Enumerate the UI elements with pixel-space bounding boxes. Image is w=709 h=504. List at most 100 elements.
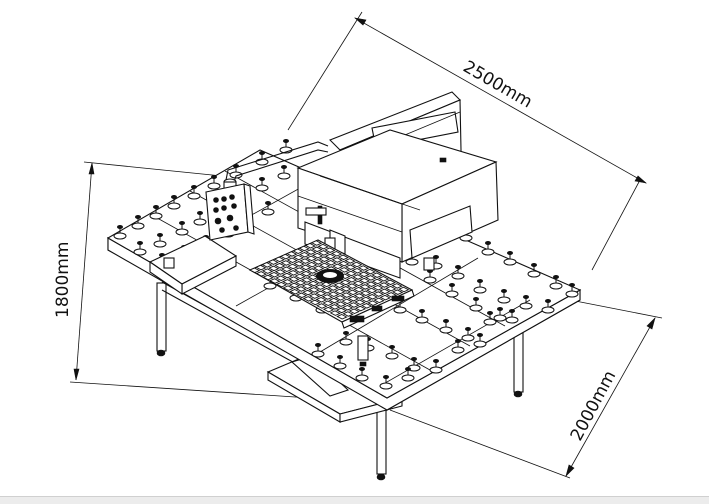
grid-cell — [334, 295, 347, 301]
suction-cup — [503, 251, 517, 266]
grid-cell — [339, 279, 352, 286]
grid-cell — [324, 247, 336, 253]
grid-cell — [267, 259, 279, 265]
suction-cup — [133, 241, 147, 256]
footer-strip — [0, 496, 709, 504]
grid-cell — [261, 268, 274, 274]
suction-cup — [493, 307, 507, 322]
grid-cell — [310, 240, 323, 246]
suction-cup — [339, 331, 353, 346]
grid-cell — [385, 285, 397, 292]
grid-cell — [398, 286, 410, 293]
grid-cell — [268, 265, 280, 272]
suction-cup — [153, 233, 167, 248]
grid-cell — [279, 253, 292, 260]
grid-cell — [275, 275, 287, 282]
grid-cell — [292, 248, 304, 254]
grid-cell — [377, 275, 390, 282]
grid-cell — [281, 272, 293, 279]
suction-cup — [429, 359, 443, 374]
grid-cell — [334, 288, 346, 295]
suction-cup — [497, 289, 511, 304]
grid-target-core — [323, 272, 337, 278]
grid-cell — [352, 280, 365, 287]
grid-cell — [371, 278, 384, 285]
grid-cell — [333, 282, 345, 289]
grid-cell — [330, 250, 343, 257]
suction-cup — [527, 263, 541, 278]
grid-cell — [302, 289, 314, 296]
grid-cell — [318, 256, 330, 262]
grid-cell — [360, 296, 372, 303]
grid-cell — [329, 310, 341, 316]
grid-cell — [311, 246, 323, 253]
suction-cup — [175, 221, 189, 236]
grid-cell — [366, 294, 378, 300]
suction-cup — [207, 175, 221, 190]
grid-cell — [308, 287, 320, 293]
grid-cell — [338, 267, 351, 273]
grid-cell — [320, 281, 333, 288]
suction-cup — [469, 297, 483, 312]
suction-cup — [277, 165, 291, 180]
grid-cell — [373, 297, 385, 304]
grid-cell — [300, 270, 312, 277]
grid-cell — [287, 270, 300, 276]
grid-cell — [273, 256, 286, 263]
grid-cell — [261, 262, 273, 268]
grid-cell — [359, 284, 371, 290]
grid-cell — [347, 289, 359, 296]
suction-cup — [481, 241, 495, 256]
suction-cup — [113, 225, 127, 240]
suction-cup — [261, 201, 275, 216]
grid-cell — [327, 285, 339, 291]
grid-cell — [384, 279, 396, 286]
grid-cell — [295, 286, 307, 292]
grid-cell — [287, 263, 299, 270]
grid-cell — [365, 281, 377, 287]
grid-cell — [308, 293, 321, 299]
grid-cell — [315, 290, 327, 297]
grid-cell — [378, 288, 391, 295]
grid-cell — [344, 258, 356, 264]
suction-cup — [385, 345, 399, 360]
grid-cell — [358, 277, 371, 284]
grid-cell — [353, 293, 366, 299]
grid-cell — [348, 308, 360, 315]
suction-cup — [401, 367, 415, 382]
grid-cell — [318, 250, 330, 256]
grid-cell — [282, 279, 294, 285]
grid-cell — [299, 258, 311, 264]
grid-cell — [391, 289, 404, 295]
suction-cup — [473, 279, 487, 294]
grid-cell — [288, 276, 300, 282]
grid-cell — [274, 269, 287, 275]
grid-cell — [341, 304, 354, 311]
grid-cell — [372, 291, 385, 297]
grid-cell — [342, 311, 354, 317]
grid-cell — [312, 259, 324, 265]
grid-cell — [378, 282, 390, 288]
grid-cell — [340, 292, 353, 298]
suction-cup — [229, 164, 243, 179]
grid-cell — [262, 274, 274, 281]
grid-cell — [352, 274, 364, 280]
grid-cell — [341, 298, 353, 305]
grid-cell — [300, 264, 312, 271]
grid-cell — [274, 262, 286, 269]
grid-cell — [293, 261, 305, 267]
grid-cell — [280, 260, 292, 266]
suction-cup — [407, 357, 421, 372]
grid-cell — [348, 302, 360, 308]
dim-height-label: 1800mm — [53, 242, 73, 318]
grid-cell — [322, 300, 334, 307]
suction-cup — [451, 265, 465, 280]
grid-cell — [268, 271, 280, 278]
grid-cell — [327, 291, 340, 298]
grid-cell — [340, 286, 352, 292]
suction-cup — [187, 185, 201, 200]
dim-width-label: 2000mm — [567, 368, 621, 445]
grid-cell — [289, 288, 301, 295]
grid-cell — [282, 285, 294, 291]
